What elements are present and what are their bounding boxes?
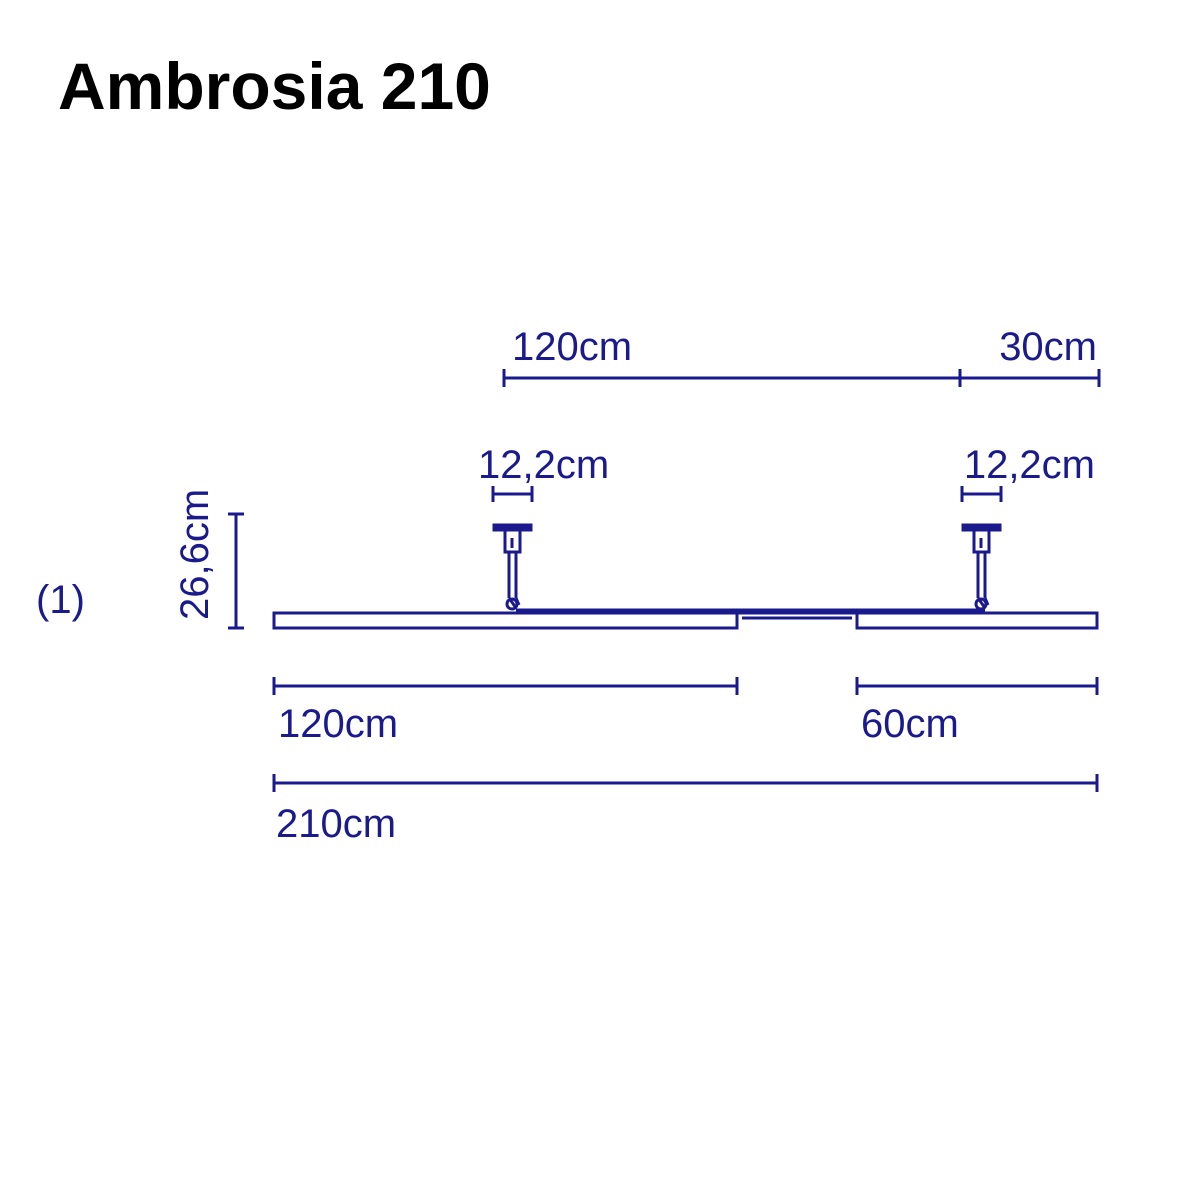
ceiling-mount-left	[492, 523, 533, 611]
top-span-left-label: 120cm	[512, 325, 632, 369]
total-dimension-line	[272, 774, 1099, 792]
lamp-body-right	[855, 611, 1099, 630]
bottom-left-label: 120cm	[278, 702, 398, 746]
top-span-right-label: 30cm	[999, 325, 1097, 369]
height-label: 26,6cm	[173, 489, 217, 620]
variant-marker: (1)	[36, 578, 85, 622]
ceiling-mount-right	[961, 523, 1002, 611]
bottom-dimension-right	[855, 677, 1099, 695]
lamp-connector	[737, 611, 857, 620]
mount-dimension-left	[491, 486, 534, 502]
bottom-right-label: 60cm	[861, 702, 959, 746]
height-dimension-line	[228, 512, 244, 630]
lamp-body-left	[272, 611, 739, 630]
mount-dimension-right	[960, 486, 1003, 502]
page-title: Ambrosia 210	[58, 49, 491, 123]
bottom-dimension-left	[272, 677, 739, 695]
mount-right-label: 12,2cm	[964, 443, 1095, 487]
total-label: 210cm	[276, 802, 396, 846]
top-dimension-line	[502, 369, 1101, 387]
mount-left-label: 12,2cm	[478, 443, 609, 487]
